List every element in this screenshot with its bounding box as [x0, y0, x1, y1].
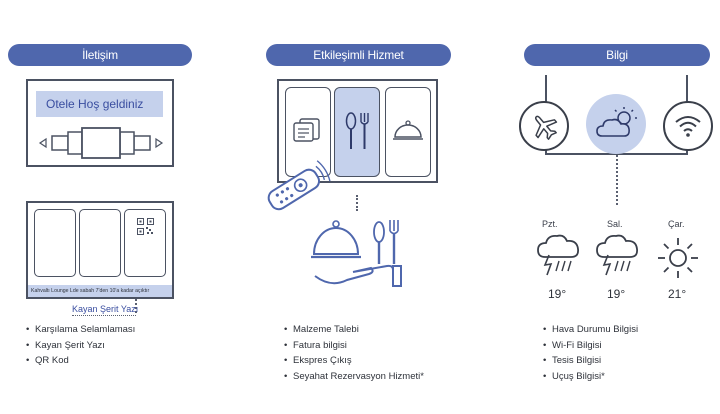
wifi-info-tile	[663, 101, 713, 151]
card-2	[79, 209, 121, 277]
arrow-left-icon	[38, 137, 47, 149]
section-title: İletişim	[82, 48, 118, 62]
list-item: Fatura bilgisi	[284, 338, 424, 354]
cutlery-icon	[345, 112, 369, 149]
forecast-day-2: Sal.	[607, 219, 623, 229]
list-item: Seyahat Rezervasyon Hizmeti*	[284, 369, 424, 385]
list-item: Karşılama Selamlaması	[26, 322, 135, 338]
list-item: QR Kod	[26, 353, 135, 369]
forecast-day-1: Pzt.	[542, 219, 558, 229]
section-title: Bilgi	[606, 48, 628, 62]
ticker-bar: Kahvaltı Lounge Lde sabah 7'den 10'a kad…	[28, 285, 172, 297]
title-pill-communication: İletişim	[8, 44, 192, 66]
wifi-icon	[675, 116, 701, 137]
service-connector	[356, 195, 358, 211]
cloche-icon	[393, 120, 423, 140]
card-3	[124, 209, 166, 277]
room-service-icon	[311, 220, 402, 287]
info-feature-list: Hava Durumu Bilgisi Wi-Fi Bilgisi Tesis …	[543, 322, 638, 384]
welcome-banner: Otele Hoş geldiniz	[36, 91, 163, 117]
forecast-temp-3: 21°	[668, 287, 687, 301]
service-feature-list: Malzeme Talebi Fatura bilgisi Ekspres Çı…	[284, 322, 424, 384]
title-pill-information: Bilgi	[524, 44, 710, 66]
communication-feature-list: Karşılama Selamlaması Kayan Şerit Yazı Q…	[26, 322, 135, 369]
service-card-room-service	[385, 87, 431, 177]
ticker-connector	[135, 299, 137, 313]
list-item: Hava Durumu Bilgisi	[543, 322, 638, 338]
forecast-temp-1: 19°	[548, 287, 567, 301]
airplane-icon	[534, 115, 558, 140]
ticker-text: Kahvaltı Lounge Lde sabah 7'den 10'a kad…	[31, 288, 150, 294]
list-item: Tesis Bilgisi	[543, 353, 638, 369]
list-item: Kayan Şerit Yazı	[26, 338, 135, 354]
ticker-label: Kayan Şerit Yazı	[72, 304, 139, 314]
title-pill-interactive-service: Etkileşimli Hizmet	[266, 44, 451, 66]
info-connector	[616, 155, 618, 205]
list-item: Ekspres Çıkış	[284, 353, 424, 369]
list-item: Wi-Fi Bilgisi	[543, 338, 638, 354]
list-item: Uçuş Bilgisi*	[543, 369, 638, 385]
qr-code-icon	[137, 218, 154, 235]
service-card-dining[interactable]	[334, 87, 380, 177]
bill-icon	[293, 118, 320, 142]
storm-rain-icon	[596, 234, 639, 276]
card-1	[34, 209, 76, 277]
ticker-screen: Kahvaltı Lounge Lde sabah 7'den 10'a kad…	[26, 201, 174, 299]
remote-control-icon	[267, 160, 331, 211]
sun-icon	[658, 238, 698, 278]
storm-rain-icon	[537, 234, 580, 276]
list-item: Malzeme Talebi	[284, 322, 424, 338]
ticker-label-underline	[72, 315, 136, 316]
flight-info-tile	[519, 101, 569, 151]
partly-cloudy-icon	[596, 107, 637, 137]
forecast-temp-2: 19°	[607, 287, 626, 301]
forecast-day-3: Çar.	[668, 219, 685, 229]
section-title: Etkileşimli Hizmet	[313, 48, 404, 62]
carousel-graphic	[38, 127, 164, 159]
welcome-screen: Otele Hoş geldiniz	[26, 79, 174, 167]
arrow-right-icon	[155, 137, 164, 149]
weather-info-tile[interactable]	[586, 94, 646, 154]
service-screen	[277, 79, 438, 183]
welcome-text: Otele Hoş geldiniz	[46, 97, 144, 111]
